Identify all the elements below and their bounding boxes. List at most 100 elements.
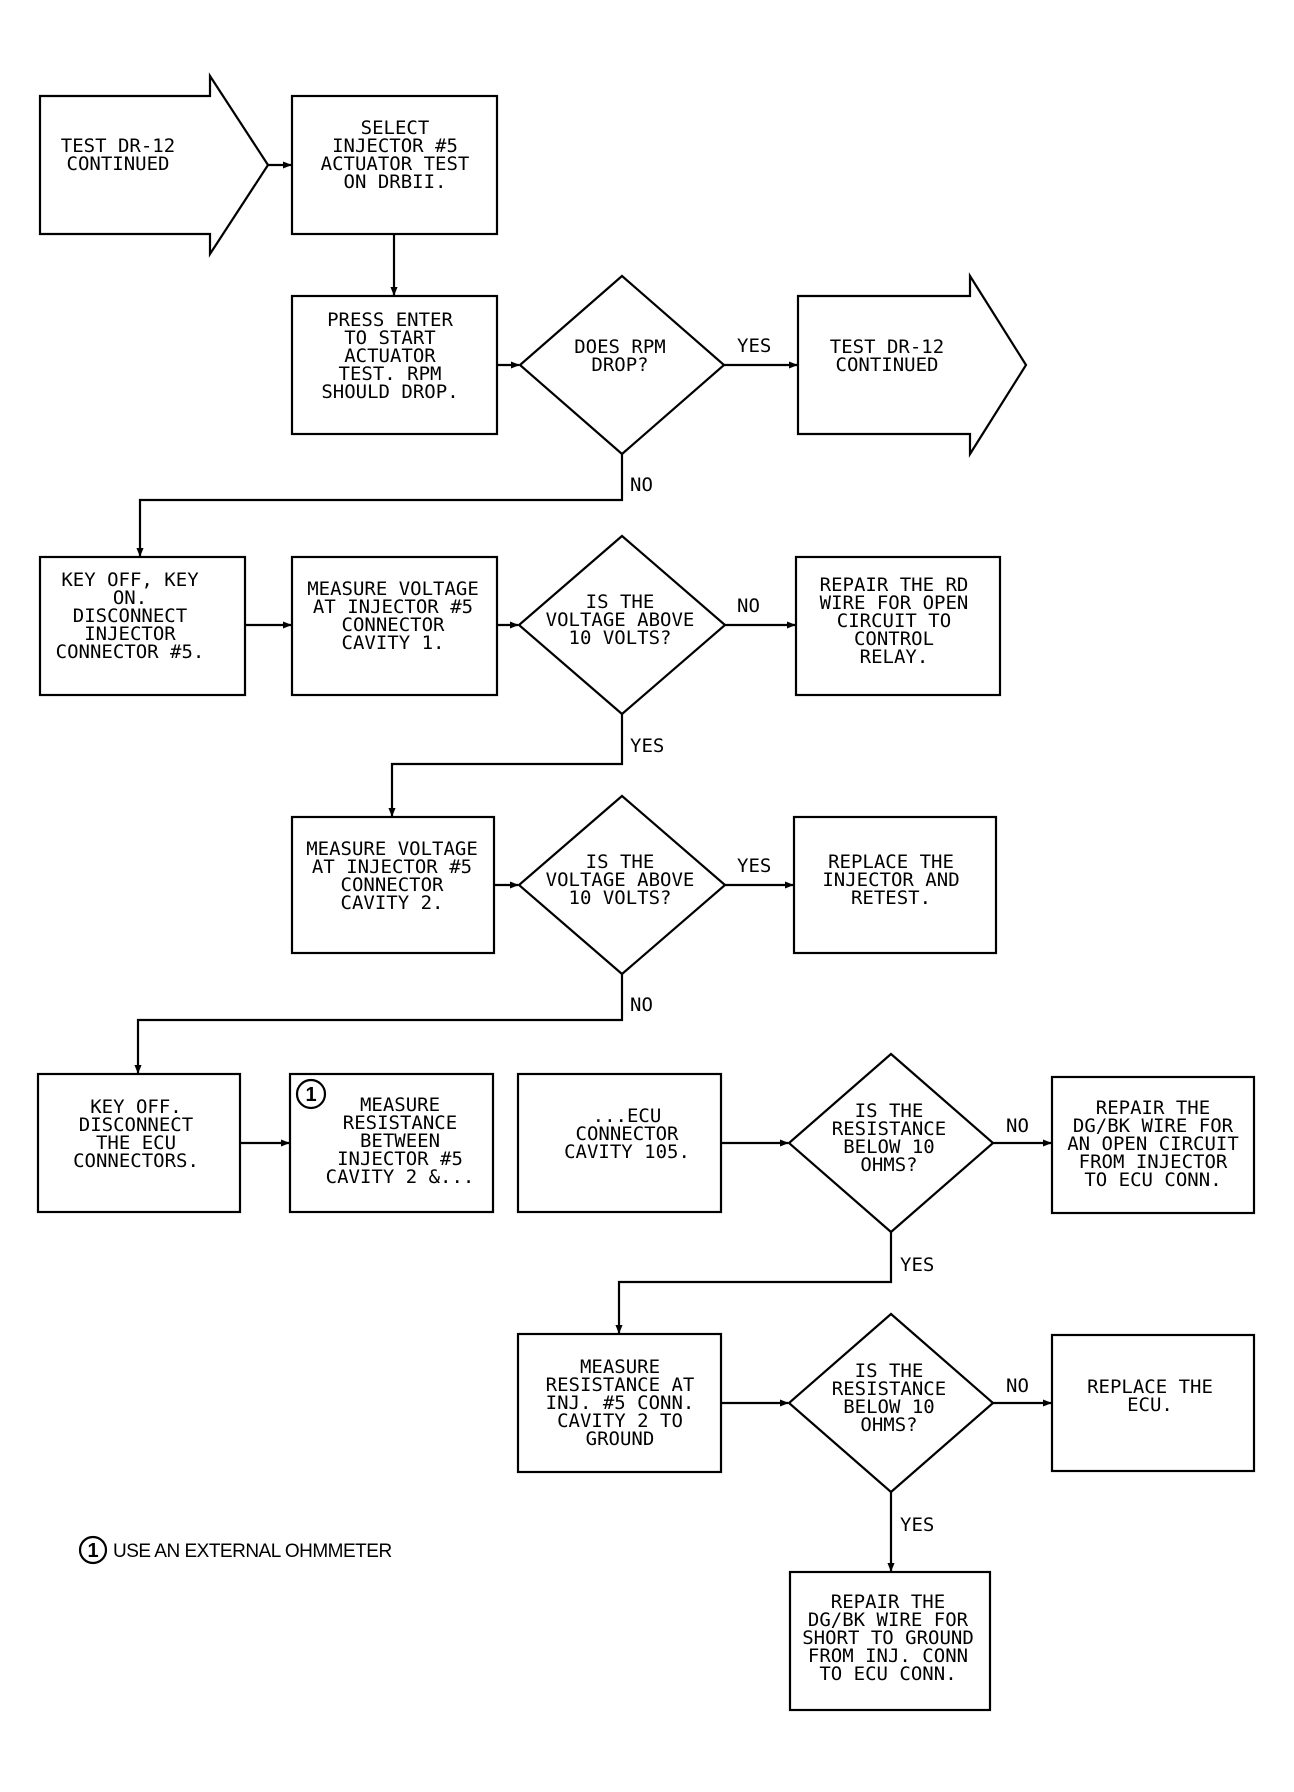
edge-label-v2-no: NO (630, 994, 653, 1016)
node-text-line: OHMS? (860, 1414, 917, 1436)
node-text-line: RESISTANCE (343, 1112, 457, 1134)
node-text-line: RESISTANCE AT (546, 1374, 695, 1396)
key-off-key-on-box (38, 555, 247, 697)
node-text-line: INJECTOR #5 (332, 135, 458, 157)
footnote-text: USE AN EXTERNAL OHMMETER (113, 1541, 392, 1562)
node-text-line: RETEST. (851, 887, 931, 909)
node-text-line: VOLTAGE ABOVE (546, 869, 695, 891)
edge-v1-yes (388, 714, 624, 817)
node-text-line: CAVITY 2 TO (557, 1410, 683, 1432)
node-text-line: 10 VOLTS? (569, 627, 672, 649)
node-text-line: DOES RPM (574, 336, 666, 358)
edge-label-r2-no: NO (1006, 1375, 1029, 1397)
edge-label-r1-no: NO (1006, 1115, 1029, 1137)
node-text-line: REPLACE THE (828, 851, 954, 873)
node-text-line: IS THE (855, 1360, 924, 1382)
node-text-line: CONNECTOR (342, 614, 446, 636)
node-text-line: DISCONNECT (73, 605, 187, 627)
node-text-line: DG/BK WIRE FOR (808, 1609, 969, 1631)
node-text-line: WIRE FOR OPEN (820, 592, 969, 614)
node-text-line: KEY OFF. (90, 1096, 182, 1118)
node-text-line: TEST. RPM (339, 363, 442, 385)
node-text-line: MEASURE (360, 1094, 440, 1116)
edge-rpm-no (136, 454, 624, 557)
node-text-line: BETWEEN (360, 1130, 440, 1152)
node-text-line: IS THE (586, 851, 655, 873)
measure-resistance-ground-box (516, 1332, 723, 1474)
node-text-line: RESISTANCE (832, 1378, 946, 1400)
node-text-line: ECU. (1127, 1394, 1173, 1416)
node-text-line: CAVITY 1. (342, 632, 445, 654)
node-text-line: CONTINUED (836, 354, 939, 376)
replace-injector-box (792, 815, 998, 955)
node-text-line: THE ECU (96, 1132, 176, 1154)
node-text-line: CONNECTOR (341, 874, 445, 896)
repair-dgbk-open-box (1050, 1075, 1256, 1215)
edge-v2-no (134, 974, 624, 1074)
ecu-connector-box (516, 1072, 723, 1214)
node-text-line: CAVITY 2. (341, 892, 444, 914)
node-text-line: CAVITY 105. (564, 1141, 690, 1163)
key-off-disconnect-ecu-box (36, 1072, 242, 1214)
node-text-line: VOLTAGE ABOVE (546, 609, 695, 631)
edge-r1-yes (615, 1232, 893, 1334)
replace-ecu-box (1050, 1333, 1256, 1473)
node-text-line: BELOW 10 (843, 1136, 935, 1158)
footnote-legend-number: 1 (87, 1540, 98, 1562)
node-text-line: IS THE (586, 591, 655, 613)
node-text-line: IS THE (855, 1100, 924, 1122)
edge-label-v1-no: NO (737, 595, 760, 617)
node-text-line: AT INJECTOR #5 (313, 596, 473, 618)
node-text-line: GROUND (586, 1428, 655, 1450)
node-text-line: REPLACE THE (1087, 1376, 1213, 1398)
node-text-line: SHORT TO GROUND (802, 1627, 974, 1649)
node-text-line: SHOULD DROP. (321, 381, 458, 403)
footnote-marker-circle (295, 1078, 327, 1110)
node-text-line: TEST DR-12 (61, 135, 175, 157)
start-test-dr12-continued (38, 72, 270, 258)
footnote-marker-number: 1 (305, 1084, 316, 1106)
edge-label-v2-yes: YES (737, 855, 771, 877)
node-text-line: MEASURE (580, 1356, 660, 1378)
node-text-line: AT INJECTOR #5 (312, 856, 472, 878)
node-text-line: INJECTOR (84, 623, 176, 645)
node-text-line: CONNECTOR #5. (56, 641, 205, 663)
node-text-line: 10 VOLTS? (569, 887, 672, 909)
node-text-line: RELAY. (860, 646, 929, 668)
node-text-line: PRESS ENTER (327, 309, 453, 331)
node-text-line: RESISTANCE (832, 1118, 946, 1140)
node-text-line: TO START (344, 327, 436, 349)
node-text-line: INJECTOR #5 (337, 1148, 463, 1170)
repair-rd-wire-box (794, 555, 1002, 697)
node-text-line: ACTUATOR TEST (321, 153, 470, 175)
node-text-line: DG/BK WIRE FOR (1073, 1115, 1234, 1137)
node-text-line: ...ECU (593, 1105, 662, 1127)
node-text-line: ACTUATOR (344, 345, 436, 367)
press-enter-box (290, 294, 499, 436)
node-text-line: BELOW 10 (843, 1396, 935, 1418)
node-text-line: CAVITY 2 &... (326, 1166, 475, 1188)
node-text-line: INJ. #5 CONN. (546, 1392, 695, 1414)
repair-dgbk-short-box (788, 1570, 992, 1712)
node-text-line: TEST DR-12 (830, 336, 944, 358)
node-text-line: ON. (113, 587, 147, 609)
node-text-line: CONTROL (854, 628, 934, 650)
edge-label-v1-yes: YES (630, 735, 664, 757)
node-text-line: INJECTOR AND (822, 869, 959, 891)
node-text-line: OHMS? (860, 1154, 917, 1176)
